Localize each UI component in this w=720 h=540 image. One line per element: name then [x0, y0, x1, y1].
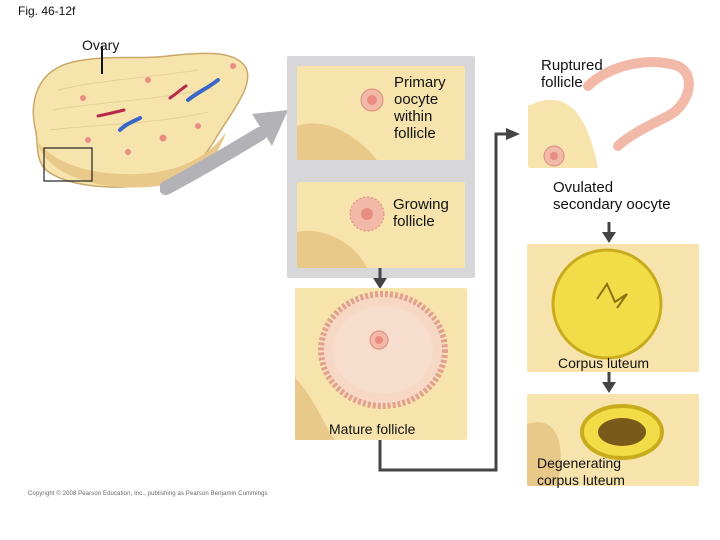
- connector-line: [378, 128, 520, 472]
- panel-growing: [297, 182, 465, 268]
- ovulated-label: Ovulated secondary oocyte: [553, 179, 671, 213]
- panel-mature: [295, 288, 467, 440]
- panel-degenerating: [527, 394, 699, 486]
- growing-label: Growing follicle: [393, 196, 449, 230]
- panel-corpus: [527, 244, 699, 372]
- ruptured-label: Ruptured follicle: [541, 57, 603, 91]
- corpus-label: Corpus luteum: [558, 355, 650, 371]
- primary-label: Primary oocyte within follicle: [394, 74, 446, 142]
- arrow-to-mature: [373, 268, 387, 289]
- panel-ruptured: [528, 56, 700, 168]
- arrow-to-degenerating: [602, 372, 616, 393]
- panel-primary: [297, 66, 465, 160]
- arrow-to-corpus: [602, 222, 616, 243]
- ovary-label: Ovary: [82, 37, 120, 53]
- copyright: Copyright © 2008 Pearson Education, Inc.…: [28, 491, 268, 497]
- curved-arrow: [160, 110, 288, 195]
- degenerating-label: Degenerating corpus luteum: [537, 455, 625, 488]
- figure-label: Fig. 46-12f: [18, 4, 76, 18]
- mature-label: Mature follicle: [329, 421, 416, 437]
